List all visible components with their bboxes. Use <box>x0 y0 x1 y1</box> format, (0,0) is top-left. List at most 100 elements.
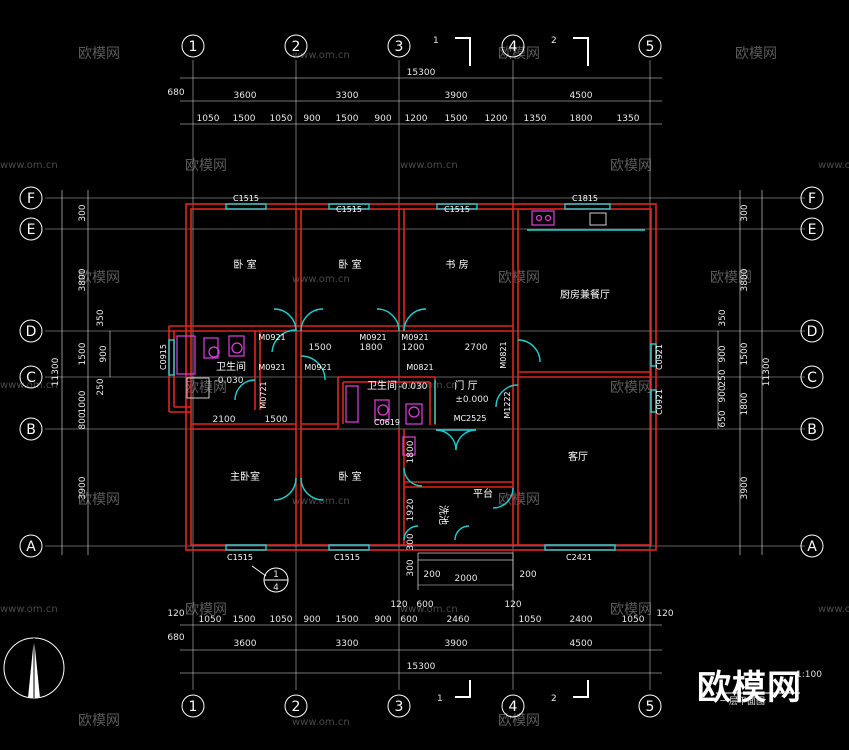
dim-interior: 200 <box>423 570 440 580</box>
axis-label-4: 4 <box>509 699 518 715</box>
room-label-study: 书 房 <box>445 258 468 271</box>
axis-label-A: A <box>26 539 36 555</box>
axis-label-D: D <box>807 324 818 340</box>
dim-interior: 2000 <box>455 574 478 584</box>
watermark-layer: 欧模网 www.om.cn 欧模网 欧模网 www.om.cn 欧模网 www.… <box>0 46 849 729</box>
left-dimension-lines <box>61 190 111 555</box>
dim-span: 4500 <box>570 639 593 649</box>
watermark-url: www.om.cn <box>292 274 350 285</box>
watermark-text: 欧模网 <box>78 46 120 62</box>
dim-left-total: 11300 <box>51 357 61 386</box>
room-label-bathroom: 卫生间 <box>216 360 246 373</box>
dim-detail: 1050 <box>519 615 542 625</box>
dim-left: 1500 <box>78 342 88 365</box>
walls <box>168 203 657 551</box>
door-label: M0921 <box>359 333 386 342</box>
watermark-url: www.om.cn <box>400 160 458 171</box>
dim-detail: 1500 <box>233 114 256 124</box>
dim-detail: 900 <box>374 615 391 625</box>
dim-interior: 1500 <box>265 415 288 425</box>
dim-detail: 1350 <box>524 114 547 124</box>
dim-interior: 2700 <box>465 343 488 353</box>
axis-label-F: F <box>808 191 816 207</box>
dim-interior: 1920 <box>406 498 416 521</box>
dim-detail: 1050 <box>270 114 293 124</box>
dim-right: 3800 <box>740 268 750 291</box>
window-label: C0921 <box>655 344 664 370</box>
watermark-text: 欧模网 <box>735 46 777 62</box>
dim-right: 350 <box>718 309 728 326</box>
section-mark-label: 2 <box>551 36 557 46</box>
door-label: M0921 <box>258 363 285 372</box>
window-label: C1515 <box>227 553 253 562</box>
dim-detail: 1050 <box>622 615 645 625</box>
bottom-dimension-lines <box>180 584 662 674</box>
dim-right: 1800 <box>740 392 750 415</box>
door-label: M0921 <box>304 363 331 372</box>
dim-interior: 200 <box>519 570 536 580</box>
detail-callout: 1 4 <box>251 565 289 593</box>
axis-label-B: B <box>26 422 36 438</box>
watermark-text: 欧模网 <box>710 270 752 286</box>
dim-interior: 300 <box>406 559 416 576</box>
section-mark-label: 1 <box>433 36 439 46</box>
watermark-url: www.om.cn <box>292 50 350 61</box>
dim-overhang: 680 <box>167 88 184 98</box>
dim-right-total: 11300 <box>762 357 772 386</box>
dim-detail: 900 <box>303 114 320 124</box>
detail-sheet: 4 <box>273 583 279 593</box>
watermark-url: www.om.cn <box>400 380 458 391</box>
bathroom-level: -0.030 <box>214 376 243 386</box>
dim-detail: 1500 <box>336 615 359 625</box>
dim-detail: 1500 <box>336 114 359 124</box>
axis-label-3: 3 <box>395 39 404 55</box>
section-mark-label: 2 <box>551 694 557 704</box>
dim-left: 250 <box>96 378 106 395</box>
watermark-text: 欧模网 <box>78 713 120 729</box>
dim-right: 300 <box>740 204 750 221</box>
window-label: C1515 <box>336 205 362 214</box>
watermark-text: 欧模网 <box>185 380 227 396</box>
axis-label-5: 5 <box>646 699 655 715</box>
axis-label-1: 1 <box>189 39 198 55</box>
dim-interior: 1500 <box>309 343 332 353</box>
detail-number: 1 <box>273 570 279 580</box>
dim-interior: 1800 <box>406 440 416 463</box>
window-label: C1515 <box>444 205 470 214</box>
dim-left: 300 <box>78 204 88 221</box>
window-label: C1815 <box>572 194 598 203</box>
doors-windows <box>168 203 657 551</box>
dim-right: 3900 <box>740 476 750 499</box>
dim-span: 3900 <box>445 91 468 101</box>
dim-left: 800 <box>78 412 88 429</box>
dim-detail: 2460 <box>447 615 470 625</box>
dim-span: 3600 <box>234 91 257 101</box>
axis-bubbles <box>19 34 824 718</box>
axis-label-3: 3 <box>395 699 404 715</box>
entry-steps <box>417 552 514 590</box>
watermark-url: www.om.cn <box>0 380 58 391</box>
watermark-url: www.om.cn <box>400 604 458 615</box>
watermark-url: www.om.cn <box>292 717 350 728</box>
room-label-foyer: 门 厅 <box>454 379 477 392</box>
dim-detail: 1500 <box>445 114 468 124</box>
axis-label-2: 2 <box>292 699 301 715</box>
dim-total: 15300 <box>407 68 436 78</box>
watermark-text: 欧模网 <box>185 158 227 174</box>
watermark-text: 欧模网 <box>78 270 120 286</box>
axis-label-5: 5 <box>646 39 655 55</box>
room-label-platform: 平台 <box>473 487 493 500</box>
dim-span: 3300 <box>336 639 359 649</box>
axis-label-C: C <box>26 370 36 386</box>
door-label: M1222 <box>503 391 512 418</box>
floor-drain-icon <box>186 377 210 399</box>
dim-right: 900 <box>718 385 728 402</box>
dim-span: 4500 <box>570 91 593 101</box>
dim-small: 120 <box>656 609 673 619</box>
door-label: MC2525 <box>454 414 487 423</box>
dim-detail: 1350 <box>617 114 640 124</box>
axis-grid-lines <box>45 60 805 690</box>
axis-label-E: E <box>808 222 817 238</box>
